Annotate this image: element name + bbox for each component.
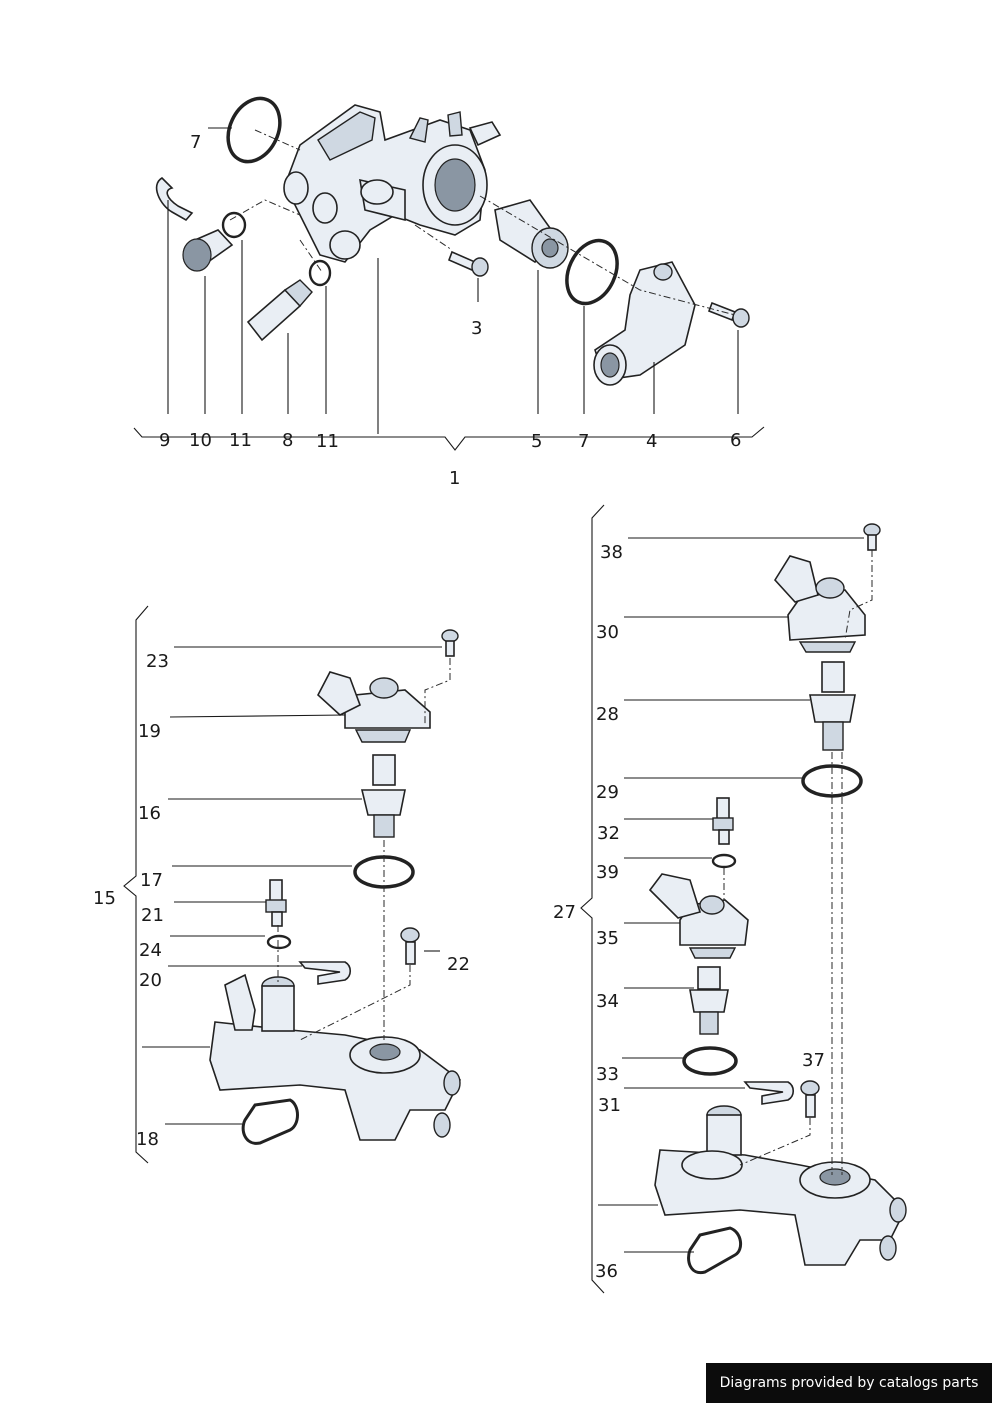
callout-21: 21	[141, 905, 164, 926]
bolt-22	[400, 927, 420, 965]
callout-30: 30	[596, 622, 619, 643]
callout-38: 38	[600, 542, 623, 563]
o-ring-29	[801, 764, 863, 798]
callout-18: 18	[136, 1129, 159, 1150]
thermostat-28	[809, 661, 856, 751]
sensor-21	[265, 879, 287, 927]
callout-24: 24	[139, 940, 162, 961]
o-ring-11-b	[308, 259, 332, 287]
o-ring-39	[711, 853, 737, 869]
o-ring-33	[682, 1046, 738, 1076]
cover-35	[648, 873, 749, 959]
housing-part-1	[283, 104, 502, 263]
callout-19: 19	[138, 721, 161, 742]
bolt-37	[800, 1080, 820, 1118]
bolt-6	[707, 301, 750, 328]
callout-1: 1	[449, 468, 460, 489]
clip-31	[743, 1081, 795, 1105]
footer-credit: Diagrams provided by catalogs parts	[706, 1363, 992, 1403]
callout-35: 35	[596, 928, 619, 949]
gasket-18	[241, 1098, 299, 1145]
cover-30	[774, 555, 866, 653]
callout-9: 9	[159, 430, 170, 451]
callout-32: 32	[597, 823, 620, 844]
clip-20	[298, 961, 352, 985]
callout-31: 31	[598, 1095, 621, 1116]
callout-7-top: 7	[190, 132, 201, 153]
o-ring-7-top	[226, 96, 282, 164]
callout-5: 5	[531, 431, 542, 452]
callout-15: 15	[93, 888, 116, 909]
callout-11-b: 11	[316, 431, 339, 452]
thermostat-16	[360, 754, 406, 838]
thermostat-5	[494, 199, 569, 269]
housing-body-right	[654, 1105, 907, 1266]
callout-16: 16	[138, 803, 161, 824]
callout-labels: 7 9 10 11 8 11 3 5 7 4 6 1 23 19 16 17 1…	[93, 132, 825, 1282]
top-assembly	[133, 96, 765, 451]
callout-17: 17	[140, 870, 163, 891]
callout-33: 33	[596, 1064, 619, 1085]
callout-39: 39	[596, 862, 619, 883]
callout-22: 22	[447, 954, 470, 975]
bolt-3	[447, 250, 489, 277]
callout-11-a: 11	[229, 430, 252, 451]
callout-27: 27	[553, 902, 576, 923]
right-assembly	[580, 504, 907, 1294]
elbow-4	[593, 261, 696, 386]
bolt-38	[863, 523, 881, 551]
o-ring-11-a	[221, 211, 247, 239]
o-ring-7-right	[565, 238, 619, 306]
o-ring-24	[266, 934, 292, 950]
plug-10	[182, 229, 234, 272]
sensor-32	[712, 797, 734, 845]
callout-6: 6	[730, 430, 741, 451]
clip-9	[155, 176, 194, 222]
callout-10: 10	[189, 430, 212, 451]
cover-19	[317, 671, 431, 743]
callout-36: 36	[595, 1261, 618, 1282]
callout-34: 34	[596, 991, 619, 1012]
callout-28: 28	[596, 704, 619, 725]
callout-29: 29	[596, 782, 619, 803]
sensor-8	[246, 279, 313, 342]
callout-20: 20	[139, 970, 162, 991]
callout-23: 23	[146, 651, 169, 672]
callout-4: 4	[646, 431, 657, 452]
left-assembly	[123, 605, 462, 1164]
callout-37: 37	[802, 1050, 825, 1071]
callout-3: 3	[471, 318, 482, 339]
gasket-36	[687, 1226, 743, 1275]
callout-8: 8	[282, 430, 293, 451]
callout-7-right: 7	[578, 431, 589, 452]
bolt-23	[441, 629, 459, 657]
housing-body-left	[209, 973, 462, 1141]
thermostat-34	[689, 966, 729, 1035]
